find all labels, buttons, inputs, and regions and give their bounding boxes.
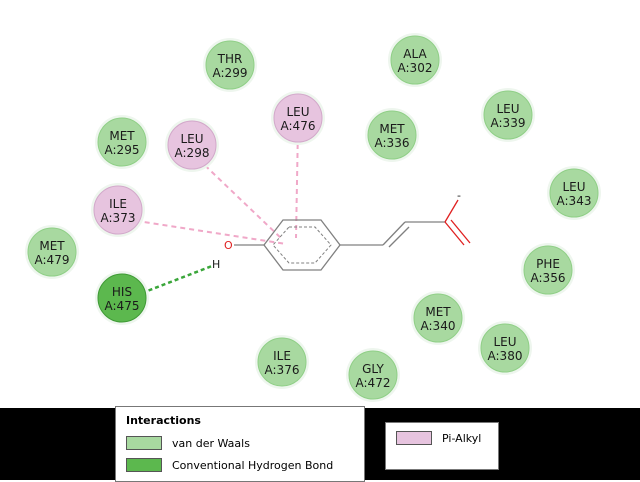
residue-name: PHE	[536, 257, 560, 271]
residue-name: MET	[379, 122, 405, 136]
residue-circle	[97, 273, 147, 323]
residue-number: A:302	[398, 61, 433, 75]
residue-circle	[413, 293, 463, 343]
pi-alkyl-line	[191, 152, 284, 241]
residue-number: A:376	[265, 363, 300, 377]
residue-number: A:479	[35, 253, 70, 267]
residue-circle	[27, 227, 77, 277]
residue-number: A:472	[356, 376, 391, 390]
residue-name: ILE	[273, 349, 291, 363]
residue-number: A:380	[488, 349, 523, 363]
residue-number: A:475	[105, 299, 140, 313]
residue-name: LEU	[493, 335, 516, 349]
carbonyl-bond-b	[450, 219, 471, 244]
aromatic-inner-ring	[272, 226, 332, 264]
residue-name: HIS	[112, 285, 132, 299]
residue-name: GLY	[362, 362, 384, 376]
residue-nodes: THRA:299ALAA:302LEUA:476LEUA:339META:295…	[25, 33, 601, 402]
residue-circle	[93, 185, 143, 235]
legend-item-pi-alkyl: Pi-Alkyl	[396, 430, 481, 446]
residue-circle	[523, 245, 573, 295]
pi-alkyl-line	[117, 217, 287, 245]
residue-name: THR	[217, 52, 243, 66]
legend-panel-main: Interactions van der Waals Conventional …	[115, 406, 365, 482]
residue-name: MET	[109, 129, 135, 143]
residue-number: A:340	[421, 319, 456, 333]
vinyl-bond-2b	[388, 226, 410, 248]
oxygen-atom-label: O	[224, 239, 233, 252]
residue-number: A:298	[175, 146, 210, 160]
residue-name: MET	[39, 239, 65, 253]
residue-number: A:299	[213, 66, 248, 80]
residue-number: A:336	[375, 136, 410, 150]
residue-name: MET	[425, 305, 451, 319]
legend-swatch-pi-alkyl	[396, 431, 432, 445]
legend-swatch-vdw	[126, 436, 162, 450]
residue-name: LEU	[180, 132, 203, 146]
residue-name: LEU	[286, 105, 309, 119]
residue-circle	[549, 168, 599, 218]
legend-label-hbond: Conventional Hydrogen Bond	[172, 458, 334, 472]
residue-circle	[483, 90, 533, 140]
legend-item-vdw: van der Waals	[126, 435, 250, 451]
hydrogen-atom-label: H	[212, 258, 220, 271]
residue-number: A:476	[281, 119, 316, 133]
residue-name: ALA	[403, 47, 427, 61]
residue-circle	[273, 93, 323, 143]
carboxylate-bond	[444, 199, 459, 223]
residue-circle	[480, 323, 530, 373]
residue-name: LEU	[562, 180, 585, 194]
residue-number: A:343	[557, 194, 592, 208]
legend-swatch-hbond	[126, 458, 162, 472]
residue-circle	[97, 117, 147, 167]
legend-label-pi-alkyl: Pi-Alkyl	[442, 431, 482, 445]
carbonyl-bond-a	[444, 221, 465, 246]
residue-number: A:356	[531, 271, 566, 285]
hydrogen-bond-line	[141, 264, 213, 295]
residue-circle	[367, 110, 417, 160]
residue-circle	[257, 337, 307, 387]
legend-title: Interactions	[126, 414, 201, 427]
ligand-structure: O H -	[212, 189, 471, 271]
legend-panel-pi: Pi-Alkyl	[385, 422, 499, 470]
charge-label: -	[457, 189, 461, 202]
residue-circle	[348, 350, 398, 400]
residue-circle	[167, 120, 217, 170]
residue-number: A:295	[105, 143, 140, 157]
legend-label-vdw: van der Waals	[172, 436, 250, 450]
vinyl-bond-2	[382, 221, 406, 246]
residue-circle	[205, 40, 255, 90]
residue-name: ILE	[109, 197, 127, 211]
residue-name: LEU	[496, 102, 519, 116]
residue-circle	[390, 35, 440, 85]
legend-item-hbond: Conventional Hydrogen Bond	[126, 457, 333, 473]
residue-number: A:339	[491, 116, 526, 130]
residue-number: A:373	[101, 211, 136, 225]
